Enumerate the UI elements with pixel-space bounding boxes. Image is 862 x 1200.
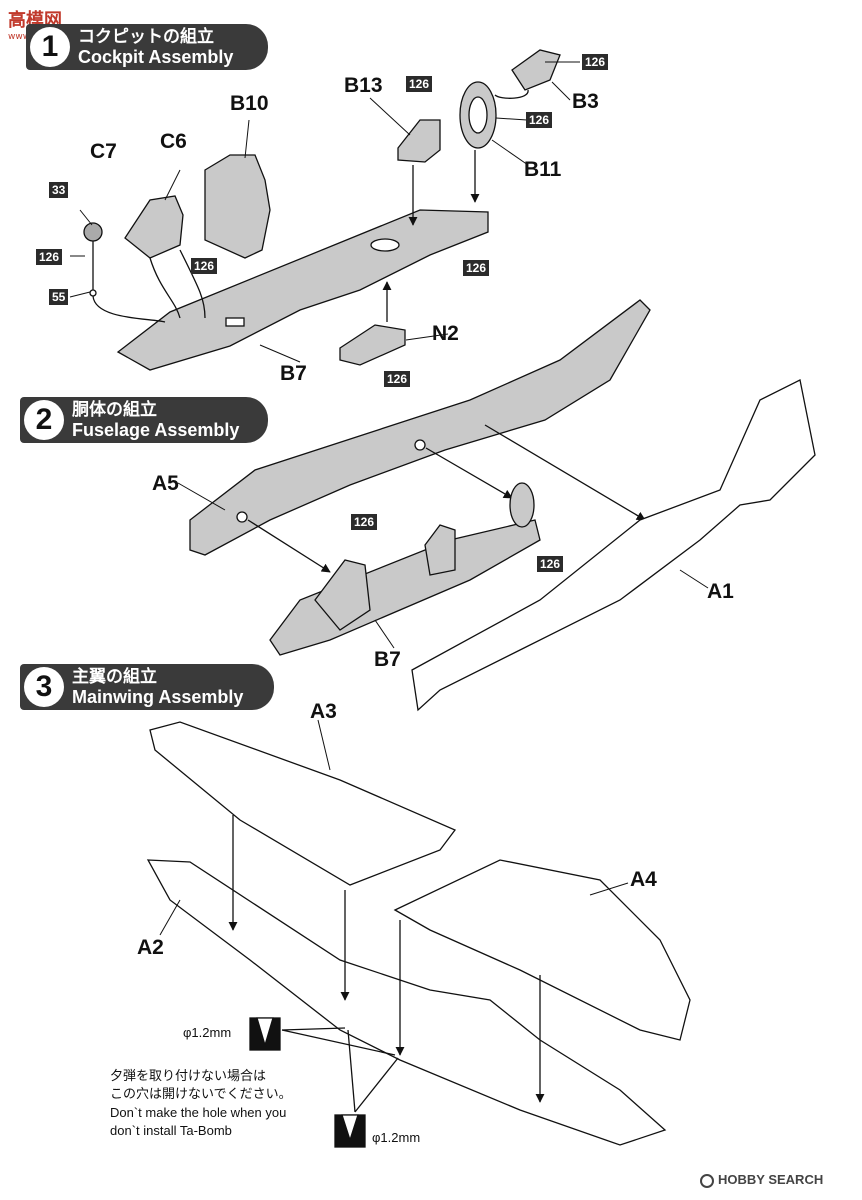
paint-code-126-a1: 126 (537, 556, 564, 572)
step-3-title-en: Mainwing Assembly (72, 687, 244, 707)
step-3-number: 3 (24, 667, 64, 707)
drill-note-en-line2: don`t install Ta-Bomb (110, 1123, 232, 1138)
paint-code-126-b11: 126 (526, 112, 553, 128)
step-1-title-jp: コクピットの組立 (78, 27, 214, 47)
seat-back-b10 (204, 154, 271, 259)
drill-size-label-2: φ1.2mm (372, 1130, 421, 1145)
paint-code-33: 33 (49, 182, 69, 198)
part-label-b7-step2: B7 (374, 648, 401, 671)
part-label-b11: B11 (524, 158, 562, 181)
part-n2 (339, 324, 406, 366)
part-label-a2: A2 (137, 936, 164, 959)
control-stick-c7 (83, 222, 103, 297)
part-label-b10: B10 (230, 92, 269, 115)
part-label-c7: C7 (90, 140, 117, 163)
drill-size-label-1: φ1.2mm (183, 1025, 232, 1040)
step-3-banner: 3 主翼の組立 Mainwing Assembly (20, 664, 274, 710)
step-1-banner: 1 コクピットの組立 Cockpit Assembly (26, 24, 268, 70)
drill-note-jp-line2: この穴は開けないでください。 (110, 1087, 292, 1102)
step-1-number: 1 (30, 27, 70, 67)
part-label-a3: A3 (310, 700, 337, 723)
upper-wing-a4 (393, 859, 691, 1041)
paint-code-126-b7: 126 (463, 260, 490, 276)
step-2-banner: 2 胴体の組立 Fuselage Assembly (20, 397, 268, 443)
paint-code-126-c6: 126 (191, 258, 218, 274)
seat-c6 (124, 195, 184, 259)
upper-wing-a3 (149, 721, 457, 886)
hobbysearch-watermark: HOBBY SEARCH (700, 1172, 823, 1188)
paint-code-126-a5: 126 (351, 514, 378, 530)
part-label-b3: B3 (572, 90, 599, 113)
part-label-n2: N2 (432, 322, 459, 345)
paint-code-126-n2: 126 (384, 371, 411, 387)
part-label-c6: C6 (160, 130, 187, 153)
watermark-text: HOBBY SEARCH (718, 1172, 824, 1187)
lower-wing-a2 (146, 859, 667, 1146)
drill-note-jp-line1: 夕弾を取り付けない場合は (110, 1069, 267, 1084)
fuselage-half-a5 (189, 299, 651, 556)
part-label-a5: A5 (152, 472, 179, 495)
part-b13 (397, 119, 441, 163)
paint-code-55: 55 (49, 289, 69, 305)
part-label-b7-step1: B7 (280, 362, 307, 385)
paint-code-126-b3: 126 (582, 54, 609, 70)
step-2-number: 2 (24, 400, 64, 440)
paint-code-126-c7: 126 (36, 249, 63, 265)
part-label-a1: A1 (707, 580, 734, 603)
fuselage-half-a1 (411, 379, 816, 712)
step-2-title-jp: 胴体の組立 (72, 400, 157, 420)
paint-code-126-b13: 126 (406, 76, 433, 92)
drill-note: 夕弾を取り付けない場合は この穴は開けないでください。 Don`t make t… (110, 1068, 292, 1140)
drill-note-en-line1: Don`t make the hole when you (110, 1105, 287, 1120)
part-label-b13: B13 (344, 74, 383, 97)
part-b3 (511, 49, 561, 91)
cockpit-floor-b7 (116, 209, 489, 371)
watermark-logo-icon (700, 1173, 714, 1188)
part-label-a4: A4 (630, 868, 657, 891)
step-1-title-en: Cockpit Assembly (78, 47, 234, 67)
step-2-title-en: Fuselage Assembly (72, 420, 240, 440)
step-3-title-jp: 主翼の組立 (72, 667, 157, 687)
